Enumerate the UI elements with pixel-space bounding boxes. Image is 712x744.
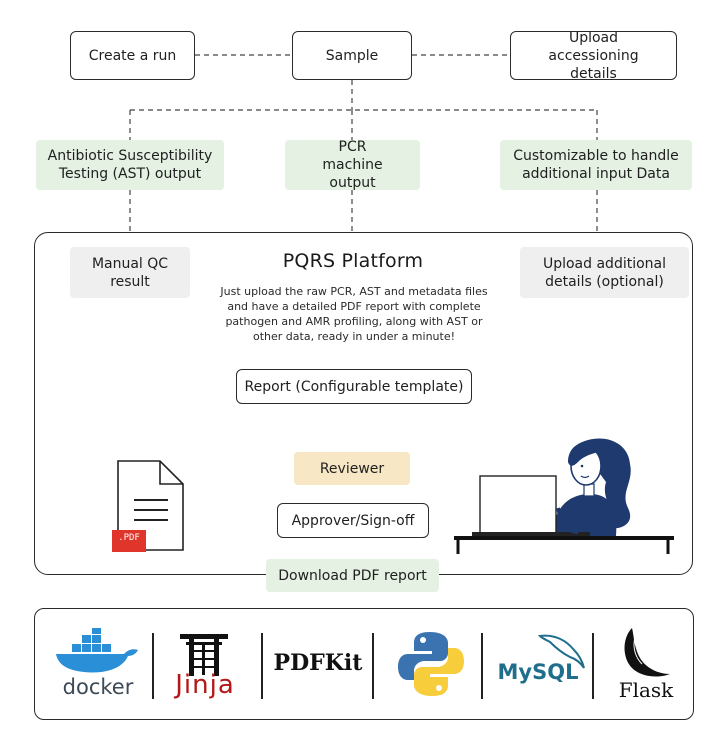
- upload-additional-label: Upload additional details (optional): [542, 255, 667, 290]
- create-run-label: Create a run: [88, 47, 177, 64]
- create-run-box: Create a run: [70, 31, 195, 80]
- upload-accessioning-label: Upload accessioning details: [548, 29, 639, 82]
- reviewer-label: Reviewer: [319, 460, 385, 477]
- ast-output-label: Antibiotic Susceptibility Testing (AST) …: [47, 148, 213, 182]
- pcr-output-label: PCR machine output: [322, 139, 383, 191]
- docker-whale-icon: [56, 628, 138, 673]
- reviewer-box: Reviewer: [294, 452, 410, 485]
- mysql-text: MySQL: [497, 660, 579, 684]
- download-pdf-label: Download PDF report: [278, 567, 427, 584]
- ast-output-box: Antibiotic Susceptibility Testing (AST) …: [36, 140, 224, 190]
- tech-separator-5: [592, 633, 594, 699]
- platform-description: Just upload the raw PCR, AST and metadat…: [220, 285, 488, 343]
- manual-qc-box: Manual QC result: [70, 247, 190, 298]
- report-label: Report (Configurable template): [244, 378, 464, 395]
- report-box: Report (Configurable template): [236, 369, 472, 404]
- woman-laptop-illustration: [454, 438, 674, 554]
- mysql-dolphin-icon: [537, 634, 585, 669]
- tech-separator-4: [481, 633, 483, 699]
- customizable-input-box: Customizable to handle additional input …: [500, 140, 692, 190]
- pdfkit-logo-text: PDFKit: [273, 650, 363, 676]
- sample-box: Sample: [292, 31, 412, 80]
- sample-label: Sample: [325, 47, 379, 64]
- pcr-output-box: PCR machine output: [285, 139, 420, 191]
- jinja-torii-icon: [180, 634, 228, 676]
- pdf-document-icon: [112, 460, 184, 552]
- flask-logo-text: Flask: [618, 678, 674, 702]
- jinja-logo-text: Jinja: [175, 670, 235, 700]
- tech-stack-frame: [34, 608, 694, 720]
- python-logo-icon: [398, 632, 464, 696]
- tech-separator-1: [152, 633, 154, 699]
- approver-box: Approver/Sign-off: [277, 503, 429, 538]
- docker-logo-text: docker: [62, 675, 134, 699]
- upload-additional-box: Upload additional details (optional): [520, 247, 689, 298]
- tech-separator-3: [372, 633, 374, 699]
- flask-horn-icon: [624, 628, 670, 677]
- approver-label: Approver/Sign-off: [291, 512, 415, 529]
- tech-separator-2: [261, 633, 263, 699]
- platform-title: PQRS Platform: [282, 250, 424, 272]
- pdf-badge-label: .PDF: [118, 533, 140, 543]
- mysql-logo-text: MySQL: [486, 660, 590, 684]
- manual-qc-label: Manual QC result: [91, 255, 169, 290]
- customizable-input-label: Customizable to handle additional input …: [513, 148, 679, 182]
- upload-accessioning-box: Upload accessioning details: [510, 29, 677, 82]
- download-pdf-box: Download PDF report: [266, 559, 439, 592]
